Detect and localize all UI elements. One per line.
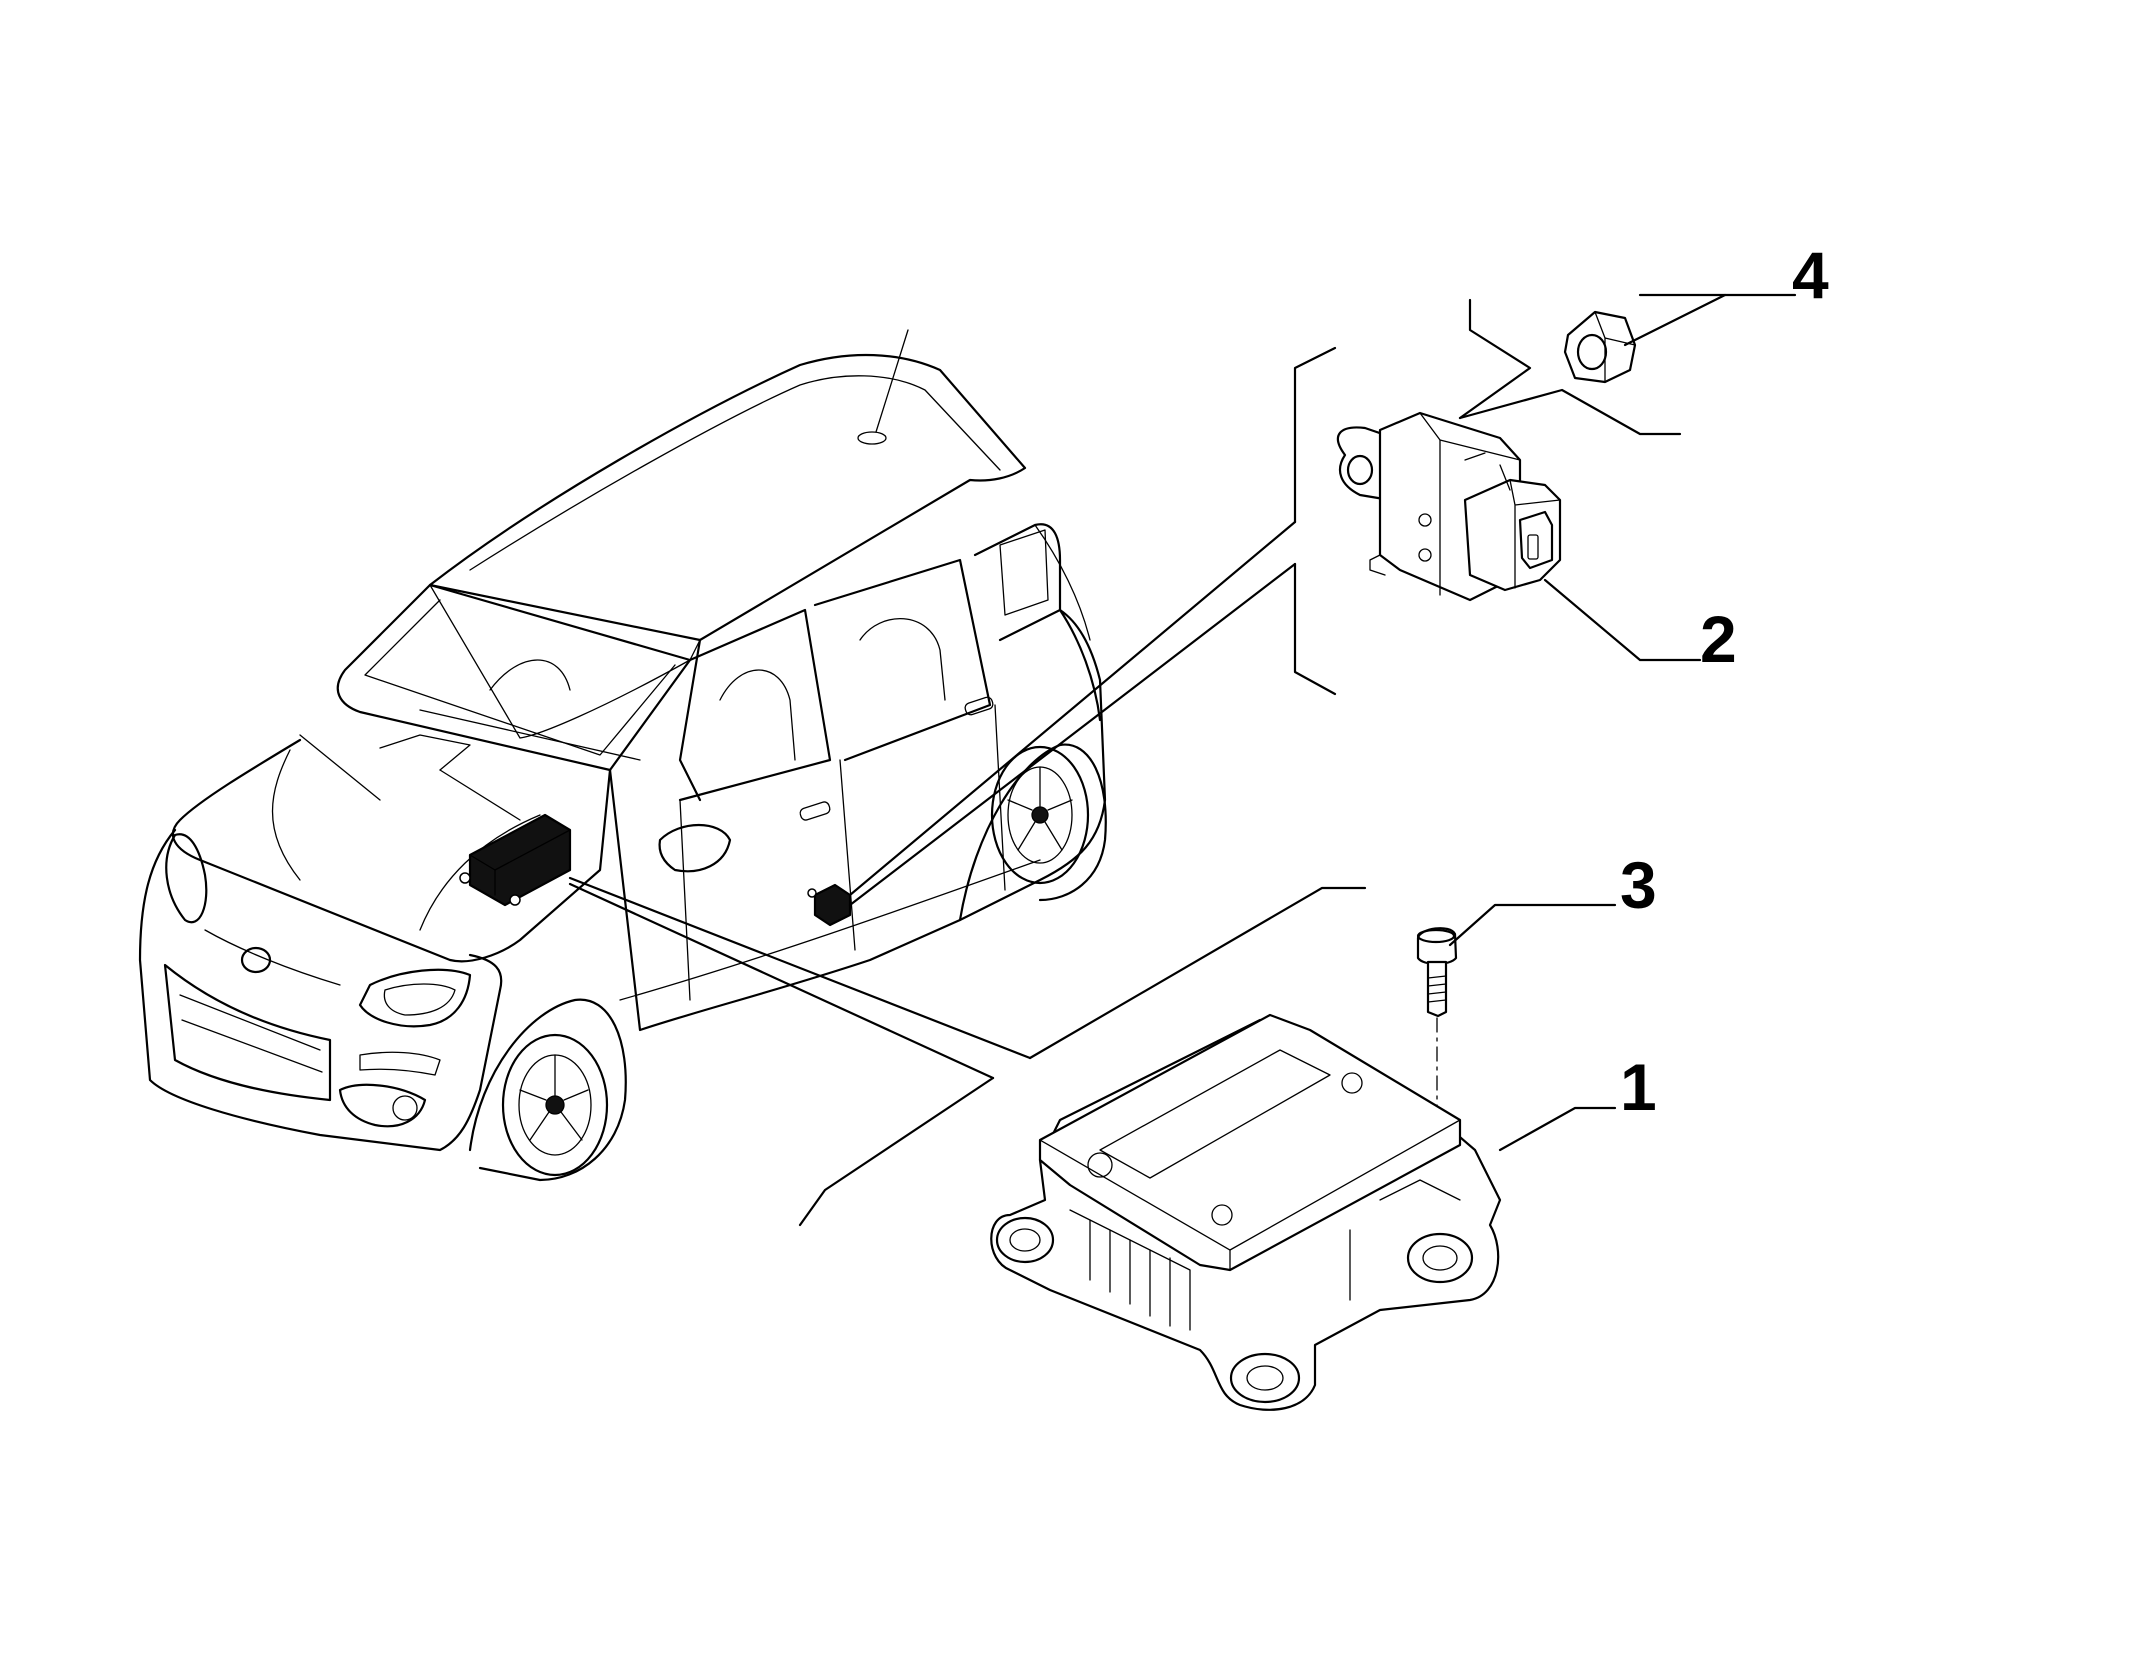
callout-number-2: 2: [1700, 602, 1737, 676]
nut-part: [1563, 310, 1637, 384]
callout-labels: 1 2 3 4: [1620, 238, 1829, 1124]
callout-number-1: 1: [1620, 1050, 1657, 1124]
callout-number-4: 4: [1792, 238, 1829, 312]
leader-lines: [568, 298, 1682, 1227]
airbag-control-unit-part: [990, 1013, 1502, 1411]
side-impact-sensor-part: [1336, 411, 1562, 602]
callout-leaders: [1448, 293, 1797, 1152]
sensor-location-on-car: [807, 883, 852, 927]
control-unit-location-on-car: [459, 813, 572, 907]
callout-number-3: 3: [1620, 848, 1657, 922]
car-illustration: [138, 329, 1107, 1182]
